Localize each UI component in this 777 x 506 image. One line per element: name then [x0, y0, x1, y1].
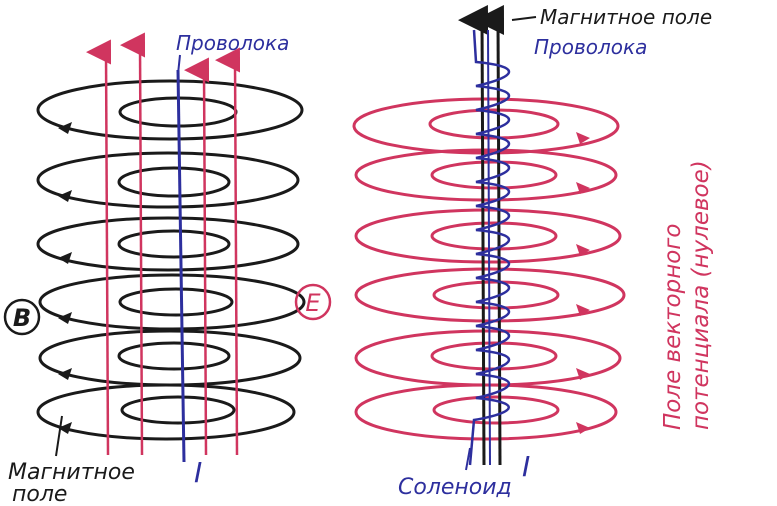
left-loop-arrowheads [58, 122, 72, 434]
left-outer-loop-1 [38, 81, 302, 139]
right-inner-loop-3 [432, 223, 556, 249]
left-outer-loop-4 [40, 275, 304, 329]
right-inner-loop-1 [430, 110, 558, 138]
left-field-label-pointer [56, 416, 62, 456]
red-field-line [106, 52, 108, 455]
loop-arrowhead [58, 122, 72, 134]
left-wire-label: Проволока [176, 31, 289, 55]
right-wire-label: Проволока [534, 35, 647, 59]
left-wire-pointer [178, 55, 180, 74]
right-circle-label: E [305, 289, 321, 317]
left-outer-loop-5 [40, 331, 300, 385]
right-outer-loop-2 [356, 150, 616, 200]
vector-potential-label-line2: потенциала (нулевое) [688, 160, 714, 430]
vector-potential-label-line1: Поле векторного [660, 224, 686, 430]
left-outer-loop-6 [38, 385, 294, 439]
loop-arrowhead [58, 190, 72, 202]
left-current-label: I [194, 456, 202, 489]
loop-arrowhead [58, 368, 72, 380]
right-current-label: I [522, 450, 530, 483]
right-field-label: Магнитное поле [540, 5, 712, 29]
solenoid-label: Соленоид [398, 475, 512, 500]
red-field-line [140, 45, 142, 455]
left-wire [178, 70, 184, 462]
left-outer-loop-2 [38, 153, 298, 207]
right-panel: Магнитное поле Проволока E Соленоид I По… [296, 5, 714, 500]
left-magnetic-loops [38, 81, 304, 439]
right-outer-loop-6 [356, 385, 616, 439]
left-inner-loop-5 [119, 343, 229, 369]
loop-arrowhead [58, 312, 72, 324]
red-field-line [235, 60, 237, 455]
left-inner-loop-4 [120, 289, 232, 315]
left-field-label-line2: поле [12, 482, 67, 506]
left-circle-label: B [13, 304, 31, 332]
right-loop-arrowheads [576, 132, 590, 434]
left-inner-loop-6 [122, 397, 234, 423]
left-inner-loop-3 [119, 231, 229, 257]
vector-potential-label: Поле векторного потенциала (нулевое) [660, 160, 714, 430]
right-field-label-pointer [512, 17, 536, 20]
left-outer-loop-3 [38, 218, 298, 270]
magnetic-field-line [498, 20, 500, 465]
left-inner-loop-2 [119, 168, 229, 196]
right-inner-loop-5 [432, 343, 556, 369]
left-panel: Проволока B Магнитное поле I [5, 31, 304, 506]
